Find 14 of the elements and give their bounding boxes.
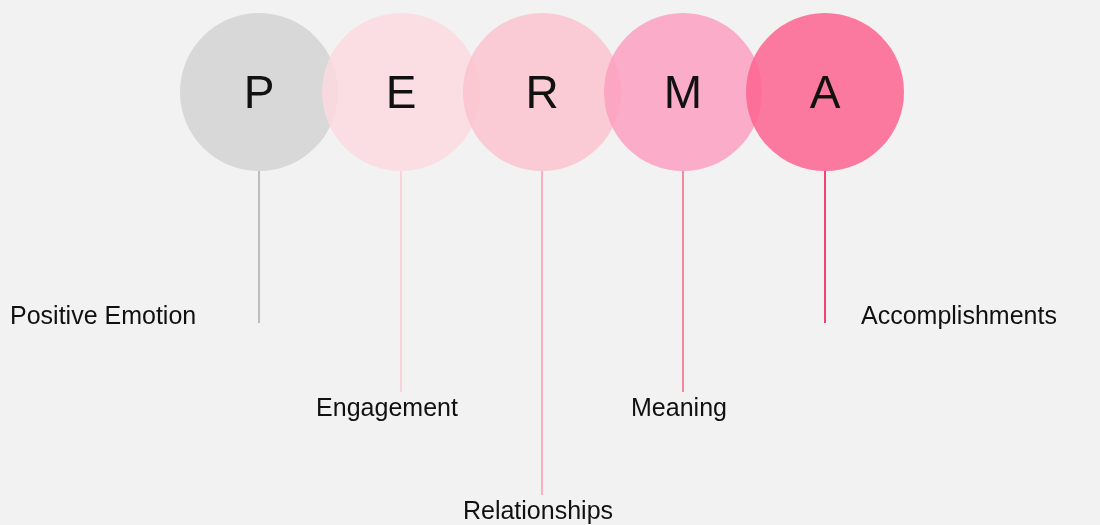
pillar-label: Engagement (316, 392, 458, 422)
pillar-label: Positive Emotion (10, 300, 197, 330)
connector-line (258, 170, 260, 324)
letter: E (385, 65, 417, 119)
letter: R (525, 65, 559, 119)
pillar-label: Accomplishments (861, 300, 1057, 330)
connector-line (541, 170, 543, 496)
connector-line (682, 170, 684, 393)
letter: P (243, 65, 275, 119)
connector-line (824, 170, 826, 324)
pillar-label: Meaning (631, 392, 727, 422)
letter: M (663, 65, 703, 119)
pillar-label: Relationships (462, 495, 614, 525)
letter: A (809, 65, 841, 119)
